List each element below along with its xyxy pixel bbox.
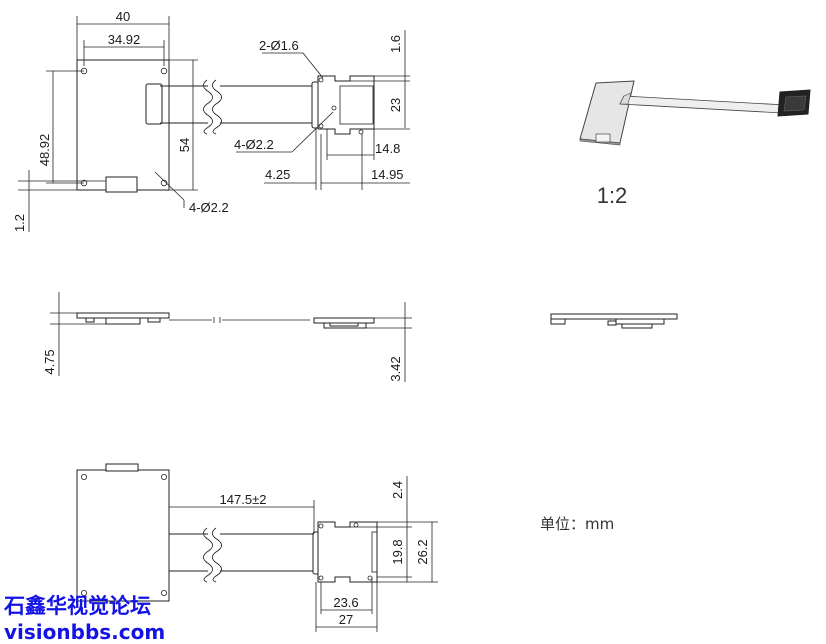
dim-conn-height-23: 23 — [388, 98, 403, 112]
top-view-connector-board — [317, 75, 375, 135]
top-view-cable-break — [203, 79, 213, 135]
side-view: 4.75 3.42 — [42, 292, 412, 382]
dim-width-40: 40 — [116, 9, 130, 24]
dim-conn-width-14.8: 14.8 — [375, 141, 400, 156]
dim-hole-spacing-x: 34.92 — [108, 32, 141, 47]
scale-label: 1:2 — [597, 183, 628, 208]
bottom-view-connector-board — [317, 521, 378, 583]
dim-conn-total-14.95: 14.95 — [371, 167, 404, 182]
watermark-cn: 石鑫华视觉论坛 — [3, 594, 151, 618]
bottom-view-cable-break — [203, 527, 213, 583]
dim-hole-spacing-y: 48.92 — [37, 134, 52, 167]
dim-conn-width-inner: 23.6 — [333, 595, 358, 610]
dim-right-thickness: 3.42 — [388, 356, 403, 381]
watermark-url: visionbbs.com — [4, 620, 165, 644]
bottom-view: 147.5±2 2.4 19.8 26.2 23.6 27 — [76, 463, 438, 632]
top-view-hole — [160, 67, 168, 75]
dim-height-54: 54 — [177, 138, 192, 152]
dim-conn-inner: 19.8 — [390, 539, 405, 564]
dim-edge-offset: 1.2 — [12, 214, 27, 232]
callout-conn-small-holes: 2-Ø1.6 — [259, 38, 299, 53]
dim-conn-top-2.4: 2.4 — [390, 481, 405, 499]
dim-conn-offset-4.25: 4.25 — [265, 167, 290, 182]
unit-label: 单位：mm — [540, 515, 614, 533]
iso-view-cable — [619, 95, 787, 114]
top-view-component — [105, 176, 138, 193]
dim-conn-top-1.6: 1.6 — [388, 35, 403, 53]
iso-view — [579, 80, 811, 146]
side-view-pcb — [76, 312, 170, 319]
top-view: 40 34.92 48.92 54 1.2 4-Ø2.2 2-Ø1.6 4-Ø2… — [12, 9, 410, 232]
top-view-cable-clip — [145, 83, 163, 125]
dim-cable-length: 147.5±2 — [220, 492, 267, 507]
dim-conn-outer: 26.2 — [415, 539, 430, 564]
bottom-view-pcb — [76, 469, 170, 602]
side-view-compact — [550, 313, 678, 329]
top-view-pcb-outline — [76, 59, 170, 191]
dim-left-thickness: 4.75 — [42, 349, 57, 374]
callout-conn-holes: 4-Ø2.2 — [234, 137, 274, 152]
callout-pcb-holes: 4-Ø2.2 — [189, 200, 229, 215]
side-view-connector — [313, 317, 375, 324]
dim-conn-width-outer: 27 — [339, 612, 353, 627]
